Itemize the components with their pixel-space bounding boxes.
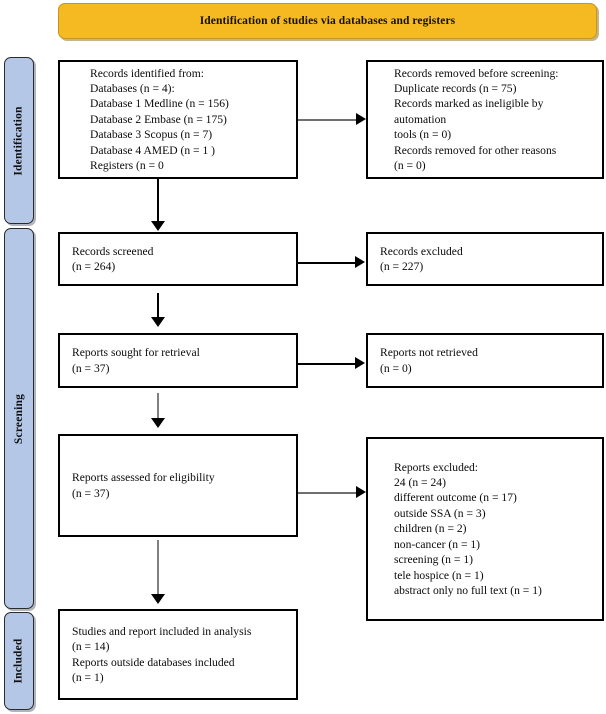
box-records-identified: Records identified from: Databases (n = …	[58, 60, 298, 179]
box-reports-sought: Reports sought for retrieval (n = 37)	[58, 333, 298, 388]
box-line: screening (n = 1)	[394, 553, 473, 567]
box-line: Databases (n = 4):	[90, 81, 175, 95]
box-studies-included: Studies and report included in analysis …	[58, 609, 298, 700]
box-line: 24 (n = 24)	[394, 476, 446, 490]
arrowhead-sought-to-assessed	[151, 418, 165, 428]
connector-identified-to-removed	[298, 119, 357, 121]
box-line: (n = 1)	[72, 670, 104, 684]
box-line: (n = 37)	[72, 361, 110, 375]
box-line: children (n = 2)	[394, 522, 467, 536]
stage-label-screening: Screening	[4, 228, 34, 609]
arrowhead-identified-to-removed	[356, 113, 366, 125]
arrowhead-assessed-to-included	[151, 594, 165, 604]
stage-label-included-text: Included	[13, 638, 25, 684]
box-records-removed: Records removed before screening: Duplic…	[366, 60, 604, 179]
box-line: Reports not retrieved	[380, 346, 478, 360]
box-line: Records marked as ineligible by	[394, 97, 544, 111]
box-line: non-cancer (n = 1)	[394, 537, 481, 551]
box-line: outside SSA (n = 3)	[394, 506, 486, 520]
box-line: Reports assessed for eligibility	[72, 471, 215, 485]
box-line: Database 3 Scopus (n = 7)	[90, 128, 213, 142]
box-line: tools (n = 0)	[394, 128, 452, 142]
stage-label-identification: Identification	[4, 57, 34, 224]
arrowhead-identified-to-screened	[151, 221, 165, 231]
box-line: Database 1 Medline (n = 156)	[90, 97, 229, 111]
box-line: Records removed before screening:	[394, 66, 559, 80]
connector-assessed-to-reports-excluded	[298, 492, 357, 494]
box-line: Records removed for other reasons	[394, 143, 557, 157]
box-line: Records screened	[72, 244, 154, 258]
box-line: Reports outside databases included	[72, 655, 235, 669]
box-line: Studies and report included in analysis	[72, 624, 252, 638]
box-line: Reports excluded:	[394, 460, 479, 474]
box-line: (n = 0)	[380, 361, 412, 375]
arrowhead-screened-to-excluded	[355, 256, 365, 268]
box-line: Registers (n = 0	[90, 159, 164, 173]
box-line: Records identified from:	[90, 66, 204, 80]
box-line: different outcome (n = 17)	[394, 491, 517, 505]
box-line: Duplicate records (n = 75)	[394, 81, 517, 95]
arrowhead-assessed-to-reports-excluded	[356, 486, 366, 498]
box-line: (n = 227)	[380, 260, 424, 273]
stage-label-identification-text: Identification	[13, 105, 25, 176]
box-line: (n = 0)	[394, 159, 426, 173]
box-line: Database 2 Embase (n = 175)	[90, 112, 227, 126]
box-line: tele hospice (n = 1)	[394, 568, 484, 582]
header-banner: Identification of studies via databases …	[58, 3, 597, 39]
connector-sought-to-not-retrieved	[298, 363, 356, 365]
connector-assessed-to-included	[157, 540, 159, 597]
box-line: Database 4 AMED (n = 1 )	[90, 143, 216, 157]
arrowhead-sought-to-not-retrieved	[355, 357, 365, 369]
box-reports-assessed: Reports assessed for eligibility (n = 37…	[58, 434, 298, 537]
connector-sought-to-assessed	[157, 393, 159, 420]
box-line: Records excluded	[380, 244, 463, 258]
box-line: (n = 37)	[72, 486, 110, 500]
box-line: Reports sought for retrieval	[72, 346, 200, 360]
box-records-screened: Records screened (n = 264)	[58, 232, 298, 286]
box-line: abstract only no full text (n = 1)	[394, 583, 542, 597]
box-line: (n = 14)	[72, 640, 110, 654]
stage-label-screening-text: Screening	[13, 393, 25, 444]
box-reports-excluded: Reports excluded: 24 (n = 24) different …	[366, 437, 604, 621]
connector-screened-to-excluded	[298, 262, 356, 264]
stage-label-included: Included	[4, 612, 34, 710]
box-records-excluded: Records excluded (n = 227)	[366, 232, 604, 286]
box-line: automation	[394, 112, 447, 126]
box-reports-not-retrieved: Reports not retrieved (n = 0)	[366, 333, 604, 388]
connector-identified-to-screened	[157, 179, 159, 224]
connector-screened-to-sought	[157, 293, 159, 319]
arrowhead-screened-to-sought	[151, 317, 165, 327]
header-banner-title: Identification of studies via databases …	[199, 15, 456, 27]
box-line: (n = 264)	[72, 260, 116, 273]
